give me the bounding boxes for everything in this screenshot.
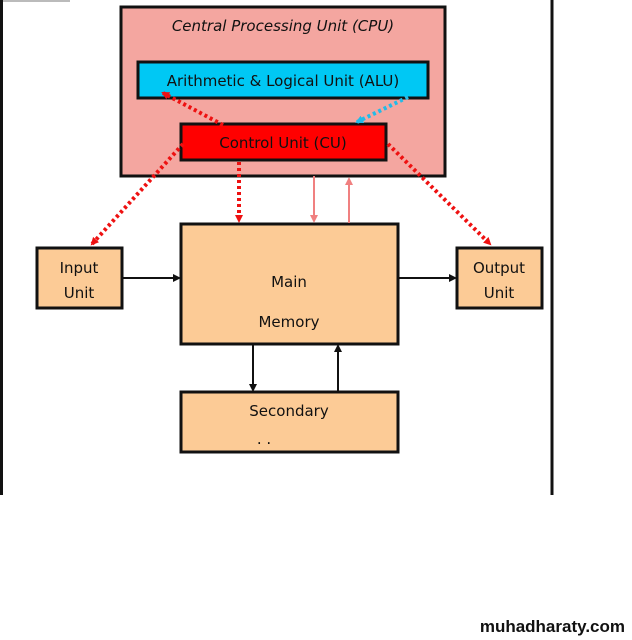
alu-box: Arithmetic & Logical Unit (ALU) — [136, 60, 430, 100]
output-line2: Unit — [484, 284, 515, 302]
main-memory-box: Main Memory — [179, 222, 400, 346]
secondary-line2: . . — [257, 430, 271, 448]
secondary-memory-box: Secondary . . — [179, 390, 400, 454]
cpu-label: Central Processing Unit (CPU) — [172, 17, 394, 35]
cu-label: Control Unit (CU) — [219, 134, 346, 152]
cu-box: Control Unit (CU) — [179, 122, 388, 162]
input-line2: Unit — [64, 284, 95, 302]
output-line1: Output — [473, 259, 525, 277]
main-memory-line1: Main — [271, 273, 307, 291]
input-line1: Input — [60, 259, 99, 277]
cu-to-alu-arrow — [161, 91, 224, 127]
watermark: muhadharaty.com — [480, 617, 625, 636]
main-memory-line2: Memory — [258, 313, 319, 331]
cu-to-input-arrow — [90, 142, 185, 246]
output-unit-box: Output Unit — [455, 246, 544, 310]
input-unit-box: Input Unit — [35, 246, 124, 310]
alu-label: Arithmetic & Logical Unit (ALU) — [167, 72, 400, 90]
secondary-line1: Secondary — [249, 402, 329, 420]
